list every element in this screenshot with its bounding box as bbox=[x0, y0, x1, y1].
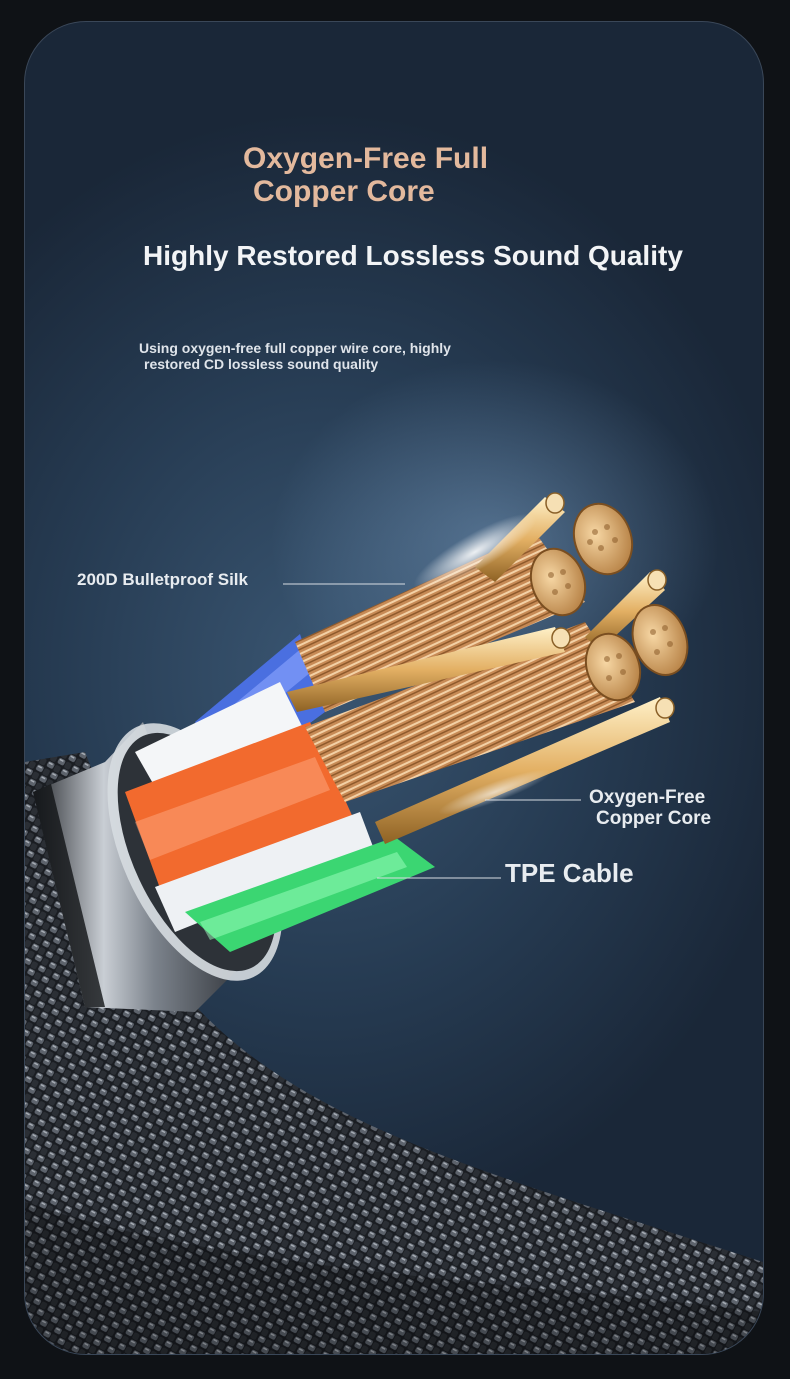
copper-bundle-middle bbox=[305, 622, 635, 802]
callout-tpe-cable: TPE Cable bbox=[505, 858, 634, 888]
title-line-1: Oxygen-Free Full bbox=[243, 142, 489, 175]
orange-insulated-wire bbox=[125, 722, 355, 902]
callout-copper-core-line-2: Copper Core bbox=[596, 808, 712, 829]
light-glare bbox=[413, 513, 537, 591]
subtitle: Highly Restored Lossless Sound Quality bbox=[143, 240, 683, 271]
description-line-2: restored CD lossless sound quality bbox=[144, 356, 379, 372]
title-line-2: Copper Core bbox=[253, 175, 435, 208]
description-line-1: Using oxygen-free full copper wire core,… bbox=[139, 340, 451, 356]
description: Using oxygen-free full copper wire core,… bbox=[139, 340, 569, 372]
callout-copper-core: Oxygen-Free Copper Core bbox=[589, 787, 711, 829]
callout-bulletproof-silk: 200D Bulletproof Silk bbox=[77, 570, 248, 589]
copper-bundle-upper bbox=[295, 532, 585, 712]
cable-illustration bbox=[25, 492, 763, 1354]
gold-wire-4 bbox=[585, 572, 665, 650]
braided-cable-jacket bbox=[25, 752, 763, 1354]
copper-strand-ends bbox=[529, 492, 689, 719]
callout-copper-core-line-1: Oxygen-Free bbox=[589, 787, 706, 808]
gold-wire-1 bbox=[287, 627, 565, 712]
product-card: Oxygen-Free Full Copper Core Highly Rest… bbox=[24, 21, 764, 1355]
white-insulated-wire-2 bbox=[155, 812, 375, 932]
